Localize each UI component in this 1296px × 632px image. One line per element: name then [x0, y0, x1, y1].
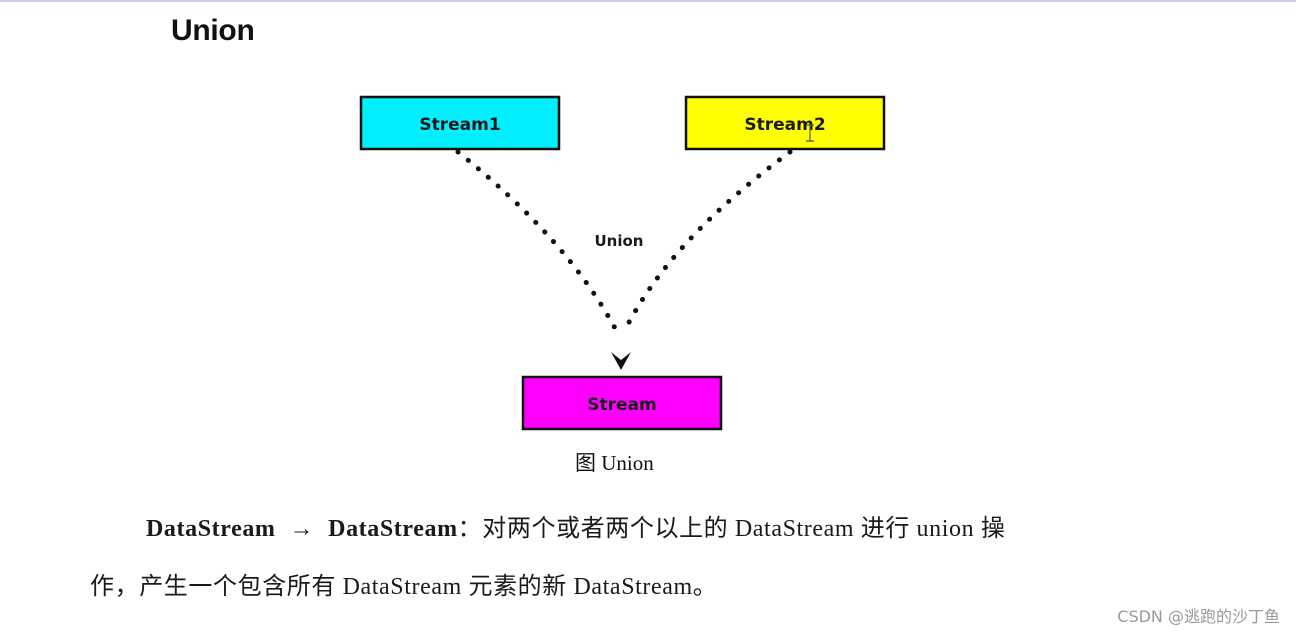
term-from: DataStream: [146, 516, 276, 542]
edge-stream1-to-stream: [455, 149, 619, 333]
node-stream2-label: Stream2: [744, 115, 825, 135]
watermark: CSDN @逃跑的沙丁鱼: [1117, 607, 1280, 626]
paragraph-line-2: 作，产生一个包含所有 DataStream 元素的新 DataStream。: [90, 574, 718, 600]
node-stream2: Stream2: [684, 95, 886, 151]
node-stream1-label: Stream1: [419, 115, 500, 135]
paragraph-line-1-rest: ：对两个或者两个以上的 DataStream 进行 union 操: [457, 516, 1006, 542]
text-cursor-icon: [806, 124, 814, 142]
node-stream1: Stream1: [359, 95, 561, 151]
figure-caption: 图 Union: [575, 451, 654, 475]
term-to: DataStream: [328, 516, 458, 542]
node-stream: Stream: [521, 375, 723, 431]
arrow-glyph: →: [289, 516, 315, 542]
edge-label: Union: [595, 232, 644, 250]
edge-arrow-head: [611, 352, 631, 370]
paragraph-line-1: DataStream→DataStream：对两个或者两个以上的 DataStr…: [146, 508, 1005, 543]
node-stream-label: Stream: [587, 395, 656, 415]
top-rule: [0, 0, 1296, 2]
edge-stream2-to-stream: [622, 149, 793, 333]
section-heading: Union: [171, 14, 255, 47]
